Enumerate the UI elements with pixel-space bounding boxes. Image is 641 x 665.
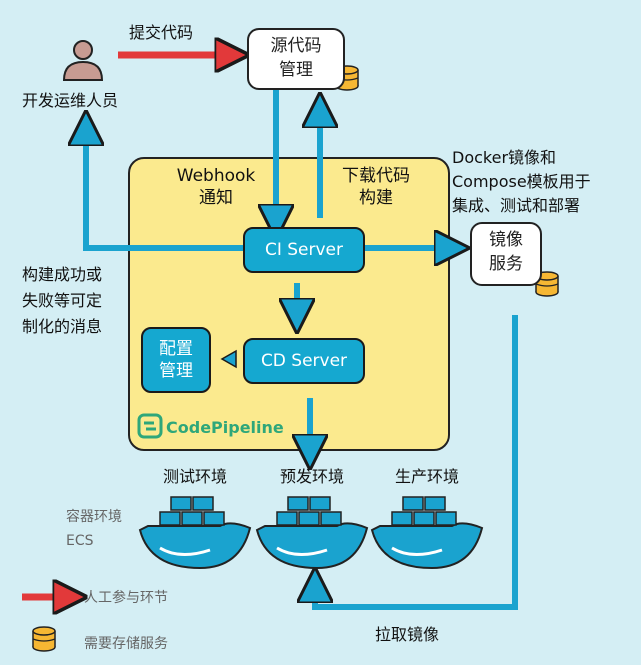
developer-label: 开发运维人员 [22, 91, 119, 110]
image-service-line2: 服务 [489, 254, 523, 274]
docker-note: Docker镜像和 Compose模板用于 集成、测试和部署 [452, 146, 591, 218]
legend-storage-label: 需要存储服务 [84, 636, 168, 652]
notify-arrow [86, 128, 245, 251]
ci-server: CI Server [243, 227, 365, 273]
env-label-production: 生产环境 [394, 467, 459, 486]
docker-note-line1: Docker镜像和 [452, 148, 557, 167]
notify-line3: 制化的消息 [22, 317, 103, 336]
notify-message: 构建成功或 失败等可定 制化的消息 [22, 262, 102, 340]
container-env-line2: ECS [66, 533, 94, 549]
docker-note-line2: Compose模板用于 [452, 172, 591, 191]
cd-server: CD Server [243, 338, 365, 384]
source-code-box: 源代码 管理 [247, 28, 345, 90]
pull-image-arrow [315, 315, 518, 610]
container-env-line1: 容器环境 [66, 509, 122, 525]
download-build-line1: 下载代码 [342, 166, 410, 186]
notify-line1: 构建成功或 [22, 265, 103, 284]
source-code-line2: 管理 [279, 60, 313, 80]
download-build-label: 下载代码 构建 [328, 165, 424, 209]
download-build-line2: 构建 [359, 188, 393, 208]
source-code-line1: 源代码 [270, 36, 322, 56]
notify-line2: 失败等可定 [22, 291, 103, 310]
docker-note-line3: 集成、测试和部署 [452, 196, 581, 215]
legend-storage-icon [32, 626, 56, 652]
docker-whale-icon [370, 496, 484, 570]
webhook-line1: Webhook [176, 166, 256, 186]
codepipeline-brand: CodePipeline [166, 418, 284, 437]
pull-image-label: 拉取镜像 [375, 625, 440, 644]
codepipeline-logo-icon [137, 413, 163, 439]
docker-whale-icon [255, 496, 369, 570]
env-label-staging: 预发环境 [279, 467, 344, 486]
docker-whale-icon [138, 496, 252, 570]
config-management: 配置 管理 [141, 327, 211, 393]
image-service-line1: 镜像 [489, 230, 523, 250]
legend-manual-label: 人工参与环节 [84, 590, 168, 606]
container-env-label: 容器环境 ECS [66, 505, 122, 553]
env-label-test: 测试环境 [162, 467, 227, 486]
commit-label: 提交代码 [129, 23, 194, 42]
config-arrow-head [220, 349, 237, 369]
config-line1: 配置 [159, 339, 193, 359]
developer-icon [62, 40, 104, 81]
config-line2: 管理 [159, 361, 193, 381]
image-service-box: 镜像 服务 [470, 222, 542, 286]
webhook-label: Webhook 通知 [168, 165, 264, 209]
webhook-line2: 通知 [199, 188, 233, 208]
